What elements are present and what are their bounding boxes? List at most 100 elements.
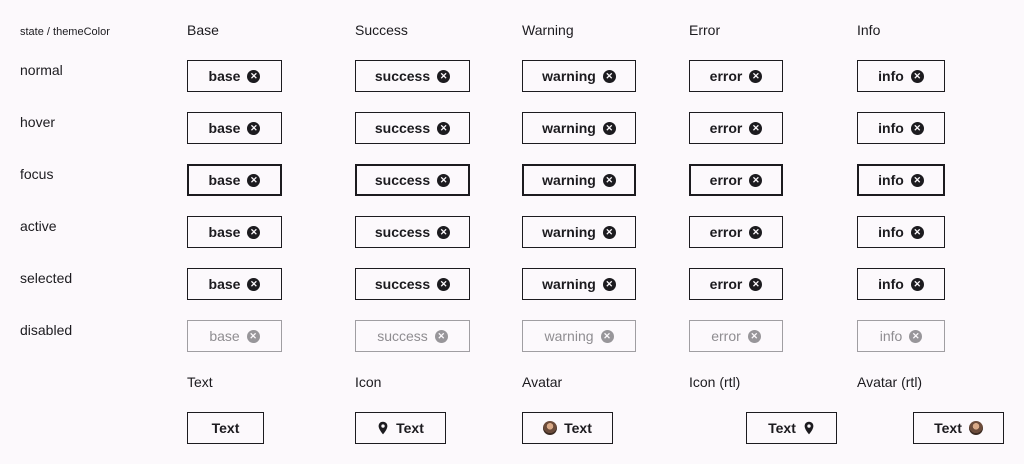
corner-label: state / themeColor (20, 26, 110, 38)
chip-error-selected[interactable]: error ✕ (689, 268, 783, 300)
column-header-warning: Warning (522, 22, 574, 38)
row-label-disabled: disabled (20, 322, 73, 338)
chip-label: warning (544, 328, 594, 344)
chip-info-normal[interactable]: info✕ (857, 60, 945, 92)
close-circle-icon[interactable]: ✕ (247, 121, 261, 135)
chip-label: success (377, 328, 428, 344)
close-circle-icon[interactable]: ✕ (247, 277, 261, 291)
chip-warning-active[interactable]: warning✕ (522, 216, 636, 248)
close-circle-icon[interactable]: ✕ (437, 277, 451, 291)
variant-header-avatar: Avatar (522, 374, 563, 390)
chip-info-focus[interactable]: info ✕ (857, 164, 945, 196)
chip-label: base (208, 172, 241, 188)
chip-label: error (709, 276, 743, 292)
variant-header-icon-rtl: Icon (rtl) (689, 374, 741, 390)
chip-info-selected[interactable]: info ✕ (857, 268, 945, 300)
close-circle-icon: ✕ (600, 329, 614, 343)
chip-label: info (878, 224, 904, 240)
close-circle-icon[interactable]: ✕ (749, 225, 763, 239)
close-circle-icon[interactable]: ✕ (437, 225, 451, 239)
close-circle-icon[interactable]: ✕ (247, 69, 261, 83)
chip-label: base (208, 276, 241, 292)
chip-label: success (374, 276, 431, 292)
close-circle-icon[interactable]: ✕ (602, 121, 616, 135)
chip-label: error (711, 328, 741, 344)
close-circle-icon[interactable]: ✕ (910, 69, 924, 83)
close-circle-icon[interactable]: ✕ (749, 277, 763, 291)
chip-error-normal[interactable]: error ✕ (689, 60, 783, 92)
chip-success-hover[interactable]: success ✕ (355, 112, 470, 144)
close-circle-icon[interactable]: ✕ (910, 173, 924, 187)
chip-variant-avatar-rtl[interactable]: Text (913, 412, 1004, 444)
chip-error-active[interactable]: error✕ (689, 216, 783, 248)
variant-header-text: Text (187, 374, 213, 390)
chip-label: Text (396, 420, 424, 436)
row-label-normal: normal (20, 62, 63, 78)
chip-error-hover[interactable]: error ✕ (689, 112, 783, 144)
chip-label: error (709, 172, 743, 188)
chip-variant-avatar[interactable]: Text (522, 412, 613, 444)
chip-label: base (208, 120, 241, 136)
chip-warning-normal[interactable]: warning✕ (522, 60, 636, 92)
column-header-base: Base (187, 22, 219, 38)
chip-label: Text (211, 420, 240, 436)
chip-label: warning (542, 276, 596, 292)
close-circle-icon[interactable]: ✕ (437, 121, 451, 135)
close-circle-icon[interactable]: ✕ (749, 173, 763, 187)
chip-label: Text (564, 420, 592, 436)
chip-warning-selected[interactable]: warning ✕ (522, 268, 636, 300)
chip-success-normal[interactable]: success✕ (355, 60, 470, 92)
column-header-error: Error (689, 22, 721, 38)
avatar (968, 421, 983, 435)
chip-label: info (878, 120, 904, 136)
row-label-active: active (20, 218, 57, 234)
close-circle-icon[interactable]: ✕ (602, 225, 616, 239)
chip-base-hover[interactable]: base ✕ (187, 112, 282, 144)
chip-label: Text (934, 420, 962, 436)
close-circle-icon[interactable]: ✕ (749, 121, 763, 135)
chip-label: info (878, 172, 904, 188)
close-circle-icon[interactable]: ✕ (437, 69, 451, 83)
close-circle-icon: ✕ (909, 329, 923, 343)
chip-info-disabled: info✕ (857, 320, 945, 352)
close-circle-icon[interactable]: ✕ (910, 225, 924, 239)
chip-label: base (208, 224, 241, 240)
close-circle-icon[interactable]: ✕ (437, 173, 451, 187)
chip-success-focus[interactable]: success ✕ (355, 164, 470, 196)
map-pin-icon (803, 421, 815, 435)
close-circle-icon[interactable]: ✕ (247, 173, 261, 187)
close-circle-icon[interactable]: ✕ (910, 277, 924, 291)
chip-error-focus[interactable]: error ✕ (689, 164, 783, 196)
chip-base-normal[interactable]: base ✕ (187, 60, 282, 92)
chip-success-selected[interactable]: success ✕ (355, 268, 470, 300)
close-circle-icon[interactable]: ✕ (910, 121, 924, 135)
chip-label: warning (542, 120, 596, 136)
chip-label: error (709, 68, 743, 84)
chip-label: warning (542, 172, 596, 188)
chip-info-hover[interactable]: info ✕ (857, 112, 945, 144)
close-circle-icon[interactable]: ✕ (602, 69, 616, 83)
chip-info-active[interactable]: info ✕ (857, 216, 945, 248)
chip-variant-text[interactable]: Text (187, 412, 264, 444)
chip-label: info (878, 276, 904, 292)
chip-warning-focus[interactable]: warning ✕ (522, 164, 636, 196)
chip-warning-hover[interactable]: warning ✕ (522, 112, 636, 144)
chip-label: base (208, 68, 241, 84)
chip-label: success (374, 120, 431, 136)
chip-base-active[interactable]: base ✕ (187, 216, 282, 248)
chip-label: success (374, 172, 431, 188)
chip-label: base (209, 328, 240, 344)
chip-base-selected[interactable]: base ✕ (187, 268, 282, 300)
chip-variant-icon[interactable]: Text (355, 412, 446, 444)
chip-success-disabled: success✕ (355, 320, 470, 352)
chip-success-active[interactable]: success✕ (355, 216, 470, 248)
chip-label: error (709, 120, 743, 136)
chip-base-focus[interactable]: base ✕ (187, 164, 282, 196)
variant-header-avatar-rtl: Avatar (rtl) (857, 374, 923, 390)
close-circle-icon[interactable]: ✕ (602, 173, 616, 187)
close-circle-icon[interactable]: ✕ (749, 69, 763, 83)
close-circle-icon[interactable]: ✕ (602, 277, 616, 291)
chip-variant-icon-rtl[interactable]: Text (746, 412, 837, 444)
row-label-focus: focus (20, 166, 54, 182)
close-circle-icon[interactable]: ✕ (247, 225, 261, 239)
